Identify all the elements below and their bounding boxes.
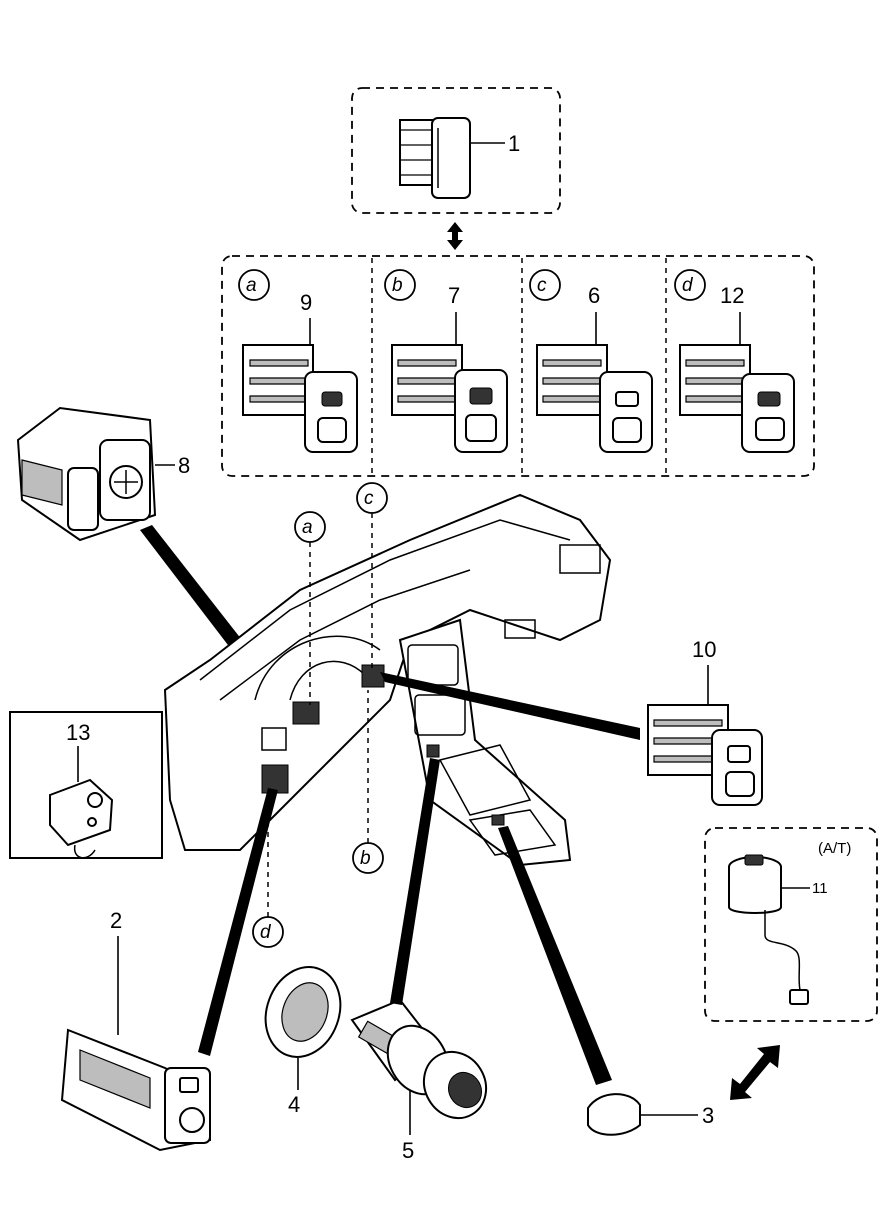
callout-7: 7 <box>448 283 460 308</box>
option-a-switch-9[interactable]: a 9 <box>238 269 358 453</box>
part-11-indicator[interactable] <box>728 854 809 1005</box>
part-2-dimmer-switch[interactable] <box>60 1028 211 1152</box>
callout-11: 11 <box>812 880 828 897</box>
callout-6: 6 <box>588 283 600 308</box>
callout-1: 1 <box>508 131 520 156</box>
callout-3: 3 <box>702 1103 714 1128</box>
part-5-lighter[interactable] <box>350 998 498 1129</box>
locator-b-label: b <box>392 275 403 296</box>
part-13-switch[interactable] <box>49 778 114 859</box>
locator-c-label: c <box>537 275 547 296</box>
part-11-box: (A/T) 11 <box>704 827 878 1022</box>
callout-10: 10 <box>692 637 716 662</box>
part-1-blank-cap[interactable] <box>399 117 471 199</box>
swap-arrow-icon <box>447 222 463 250</box>
locator-a-dash: a <box>302 517 313 538</box>
option-c-switch-6[interactable]: c 6 <box>529 269 653 453</box>
part-8-mirror-switch[interactable] <box>16 406 157 542</box>
callout-13: 13 <box>66 720 90 745</box>
part-3-pointer <box>498 826 612 1085</box>
part-3-blank-cap[interactable] <box>587 1093 641 1136</box>
callout-9: 9 <box>300 290 312 315</box>
callout-2: 2 <box>110 908 122 933</box>
switch-options-box: a 9 b 7 c 6 <box>221 255 815 477</box>
part-1-box: 1 <box>351 87 561 214</box>
dashboard-locators: a c b d <box>252 482 388 948</box>
dashboard-assembly <box>163 493 612 867</box>
callout-12: 12 <box>720 283 744 308</box>
part-4-bezel-ring[interactable] <box>253 956 352 1067</box>
locator-b-dash: b <box>360 848 371 869</box>
locator-a-label: a <box>246 275 257 296</box>
at-note: (A/T) <box>818 840 851 857</box>
option-d-switch-12[interactable]: d 12 <box>674 269 795 453</box>
part-13-box: 13 <box>9 711 163 859</box>
callout-4: 4 <box>288 1092 300 1117</box>
swap-arrow-diag-icon <box>730 1045 780 1100</box>
callout-5: 5 <box>402 1138 414 1163</box>
locator-c-dash: c <box>364 488 374 509</box>
part-5-pointer <box>390 758 440 1005</box>
part-10-switch[interactable] <box>647 704 763 806</box>
option-b-switch-7[interactable]: b 7 <box>384 269 508 453</box>
locator-d-label: d <box>682 275 694 296</box>
locator-d-dash: d <box>260 922 272 943</box>
part-2-pointer <box>198 788 278 1056</box>
part-10-pointer <box>380 672 640 740</box>
callout-8: 8 <box>178 453 190 478</box>
